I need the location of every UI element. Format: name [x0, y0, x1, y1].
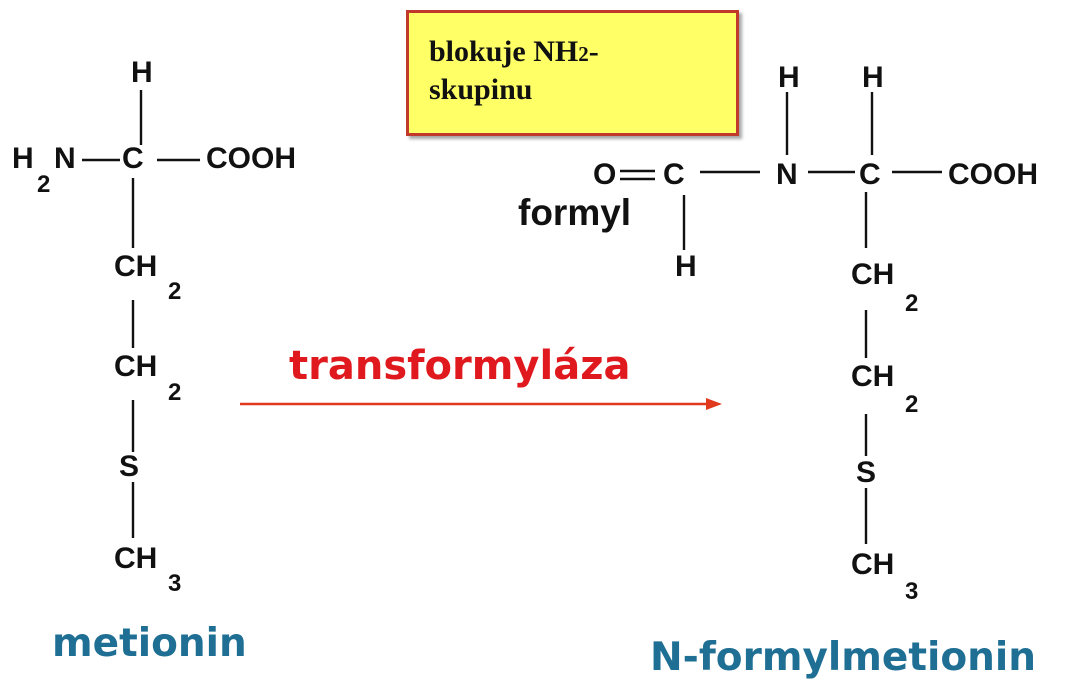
atom-ch2-b-sub: 2	[168, 379, 182, 406]
atom-ch3-p: CH	[851, 548, 895, 581]
atom-c-formyl: C	[663, 158, 685, 191]
product-name: N-formylmetionin	[650, 635, 1037, 680]
reaction-arrowhead	[706, 398, 722, 410]
formyl-label: formyl	[518, 192, 632, 233]
reactant-name: metionin	[52, 621, 247, 666]
atom-h-formyl: H	[675, 250, 697, 283]
atom-c-alpha-p: C	[859, 158, 881, 191]
note-box: blokuje NH2- skupinu	[406, 10, 739, 136]
atom-ch2-a-p-sub: 2	[905, 290, 919, 317]
atom-ch3: CH	[114, 542, 158, 575]
atom-h-c: H	[862, 61, 884, 94]
atom-cooh: COOH	[206, 142, 296, 175]
atom-h-top: H	[131, 56, 153, 89]
atom-s-p: S	[856, 456, 877, 489]
enzyme-label: transformyláza	[289, 343, 631, 389]
atom-ch3-p-sub: 3	[905, 578, 919, 605]
atom-c-alpha: C	[122, 142, 144, 175]
atom-o: O	[593, 158, 617, 191]
note-line-1: blokuje NH2-	[429, 35, 599, 68]
atom-s: S	[119, 450, 140, 483]
atom-ch2-a: CH	[114, 250, 158, 283]
atom-ch2-a-sub: 2	[168, 278, 182, 305]
atom-h: H	[12, 142, 34, 175]
atom-h2-sub: 2	[37, 171, 51, 198]
atom-ch3-sub: 3	[168, 570, 182, 597]
atom-ch2-a-p: CH	[851, 258, 895, 291]
atom-ch2-b-p: CH	[851, 360, 895, 393]
atom-ch2-b-p-sub: 2	[905, 391, 919, 418]
atom-ch2-b: CH	[114, 350, 158, 383]
atom-n-amide: N	[776, 158, 798, 191]
note-line-2: skupinu	[429, 72, 533, 106]
atom-h-n: H	[778, 61, 800, 94]
atom-n: N	[54, 142, 76, 175]
atom-cooh-p: COOH	[948, 158, 1038, 191]
